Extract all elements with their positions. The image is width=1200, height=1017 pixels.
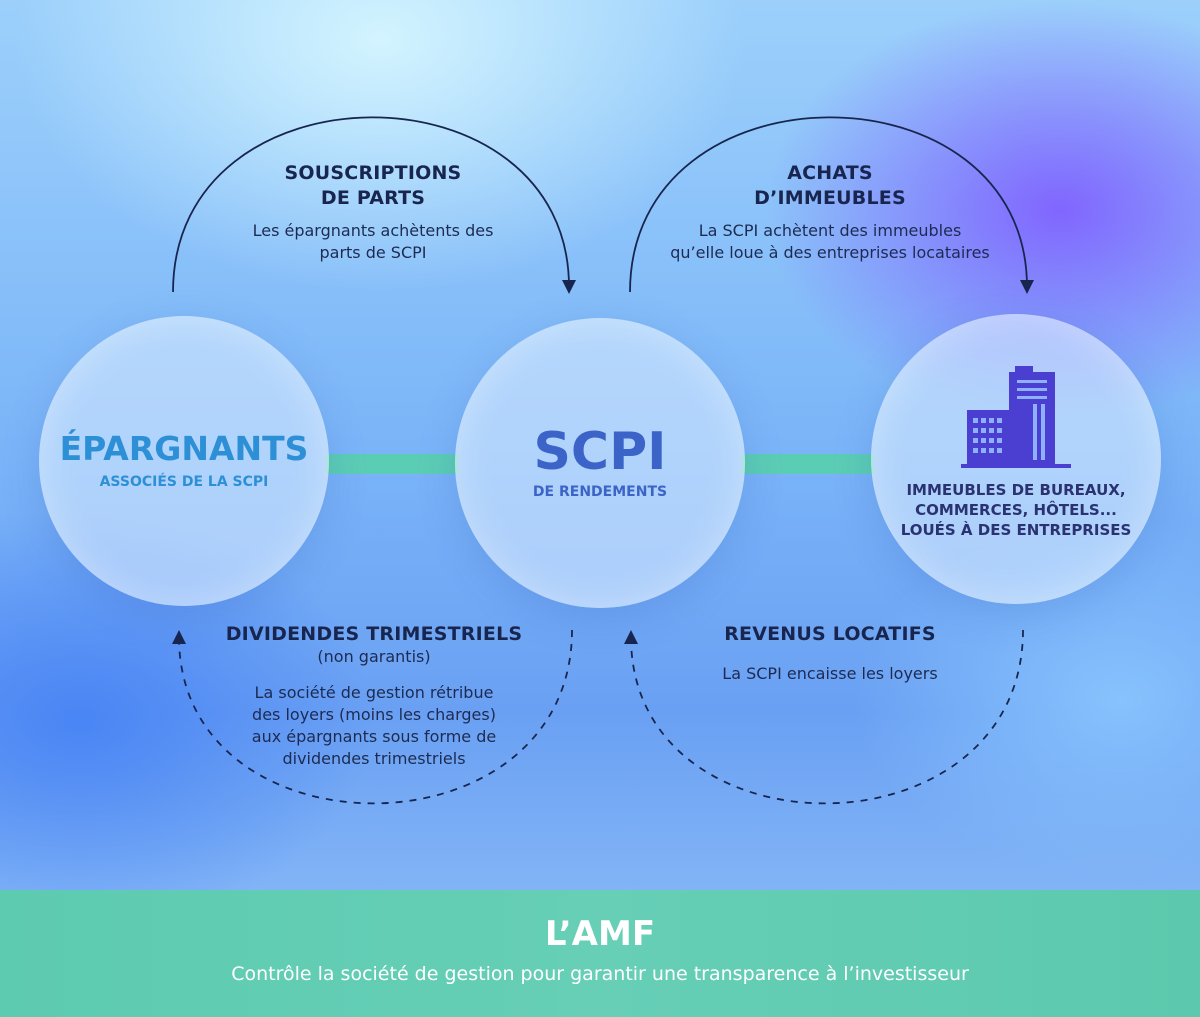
revenus-heading: REVENUS LOCATIFS	[724, 623, 936, 645]
footer-title: L’AMF	[544, 914, 656, 954]
node-scpi: SCPI DE RENDEMENTS	[455, 318, 745, 608]
node-immeubles: IMMEUBLES DE BUREAUX, COMMERCES, HÔTELS.…	[871, 314, 1161, 604]
souscriptions-heading: SOUSCRIPTIONS DE PARTS	[284, 162, 462, 209]
dividendes-note: (non garantis)	[317, 647, 431, 666]
revenus-block: REVENUS LOCATIFS La SCPI encaisse les lo…	[680, 622, 980, 685]
arrow-revenus	[624, 629, 1024, 805]
flow-arrows	[172, 116, 1034, 805]
achats-heading: ACHATS D’IMMEUBLES	[754, 162, 906, 209]
arrow-souscriptions	[172, 116, 576, 294]
dividendes-heading: DIVIDENDES TRIMESTRIELS	[225, 623, 523, 645]
scpi-title: SCPI	[533, 422, 667, 482]
office-buildings-icon	[961, 366, 1071, 468]
immeubles-label: IMMEUBLES DE BUREAUX, COMMERCES, HÔTELS.…	[900, 481, 1132, 539]
footer-banner: L’AMF Contrôle la société de gestion pou…	[0, 890, 1200, 1017]
arrow-dividendes	[172, 629, 573, 805]
arrow-achats	[629, 116, 1034, 294]
revenus-description: La SCPI encaisse les loyers	[722, 664, 938, 683]
epargnants-title: ÉPARGNANTS	[59, 429, 309, 468]
scpi-subtitle: DE RENDEMENTS	[532, 484, 668, 500]
connector-scpi-immeubles	[742, 454, 874, 474]
dividendes-description: La société de gestion rétribue des loyer…	[251, 683, 497, 768]
achats-block: ACHATS D’IMMEUBLES La SCPI achètent des …	[640, 161, 1020, 264]
footer-subtitle: Contrôle la société de gestion pour gara…	[231, 963, 969, 985]
dividendes-block: DIVIDENDES TRIMESTRIELS (non garantis) L…	[200, 622, 548, 770]
node-epargnants: ÉPARGNANTS ASSOCIÉS DE LA SCPI	[39, 316, 329, 606]
souscriptions-description: Les épargnants achètents des parts de SC…	[252, 221, 494, 262]
epargnants-subtitle: ASSOCIÉS DE LA SCPI	[99, 474, 269, 490]
connector-epargnants-scpi	[326, 454, 458, 474]
souscriptions-block: SOUSCRIPTIONS DE PARTS Les épargnants ac…	[215, 161, 531, 264]
achats-description: La SCPI achètent des immeubles qu’elle l…	[670, 221, 990, 262]
